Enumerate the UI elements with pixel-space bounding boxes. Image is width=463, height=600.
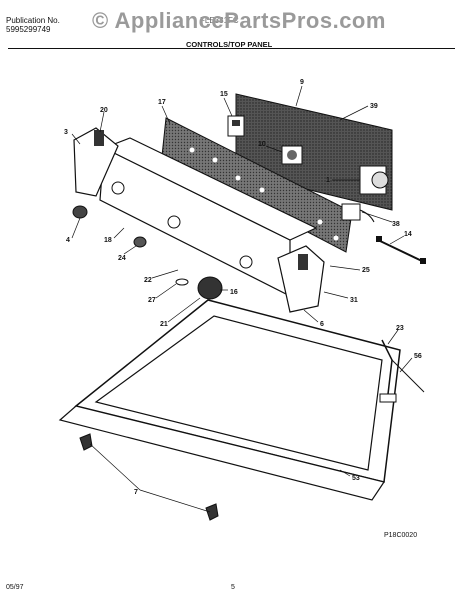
wire-harness-part <box>376 236 426 264</box>
callout-22: 22 <box>144 277 152 284</box>
callout-23: 23 <box>396 325 404 332</box>
console-body <box>99 137 318 297</box>
callout-25: 25 <box>362 267 370 274</box>
timer-part <box>359 165 389 195</box>
control-panel-plate <box>161 117 353 253</box>
diagram-code: P18C0020 <box>384 532 418 539</box>
section-title: CONTROLS/TOP PANEL <box>186 40 273 49</box>
right-end-cap <box>277 245 325 313</box>
publication-label: Publication No. <box>6 16 60 25</box>
watermark: © AppliancePartsPros.com <box>92 8 386 33</box>
callout-27: 27 <box>148 297 156 304</box>
callout-1: 1 <box>326 177 330 184</box>
top-panel <box>58 299 401 501</box>
callout-10: 10 <box>258 141 266 148</box>
callout-21: 21 <box>160 321 168 328</box>
leader-lines <box>71 85 413 513</box>
callout-18: 18 <box>104 237 112 244</box>
footer-date: 05/97 <box>6 584 24 591</box>
callout-24: 24 <box>118 255 126 262</box>
callout-39: 39 <box>370 103 378 110</box>
callout-17: 17 <box>158 99 166 106</box>
publication-number: 5995299749 <box>6 25 51 34</box>
knob-part <box>72 205 223 300</box>
left-end-cap <box>73 127 119 197</box>
header-rule <box>8 48 455 49</box>
callout-53: 53 <box>352 475 360 482</box>
bracket-part <box>341 203 375 223</box>
callout-labels: 9 39 20 17 15 3 10 1 38 14 4 18 24 25 22… <box>64 79 422 496</box>
callout-56: 56 <box>414 353 422 360</box>
lid-switch-part <box>379 339 425 403</box>
callout-9: 9 <box>300 79 304 86</box>
callout-7: 7 <box>134 489 138 496</box>
callout-31: 31 <box>350 297 358 304</box>
model-code: FLE331FC <box>200 16 239 25</box>
switch-part <box>227 115 245 137</box>
callout-15: 15 <box>220 91 228 98</box>
page-number: 5 <box>231 584 235 591</box>
callout-38: 38 <box>392 221 400 228</box>
selector-switch-part <box>281 145 303 165</box>
callout-6: 6 <box>320 321 324 328</box>
callout-16: 16 <box>230 289 238 296</box>
callout-14: 14 <box>404 231 412 238</box>
callout-4: 4 <box>66 237 70 244</box>
callout-3: 3 <box>64 129 68 136</box>
callout-20: 20 <box>100 107 108 114</box>
